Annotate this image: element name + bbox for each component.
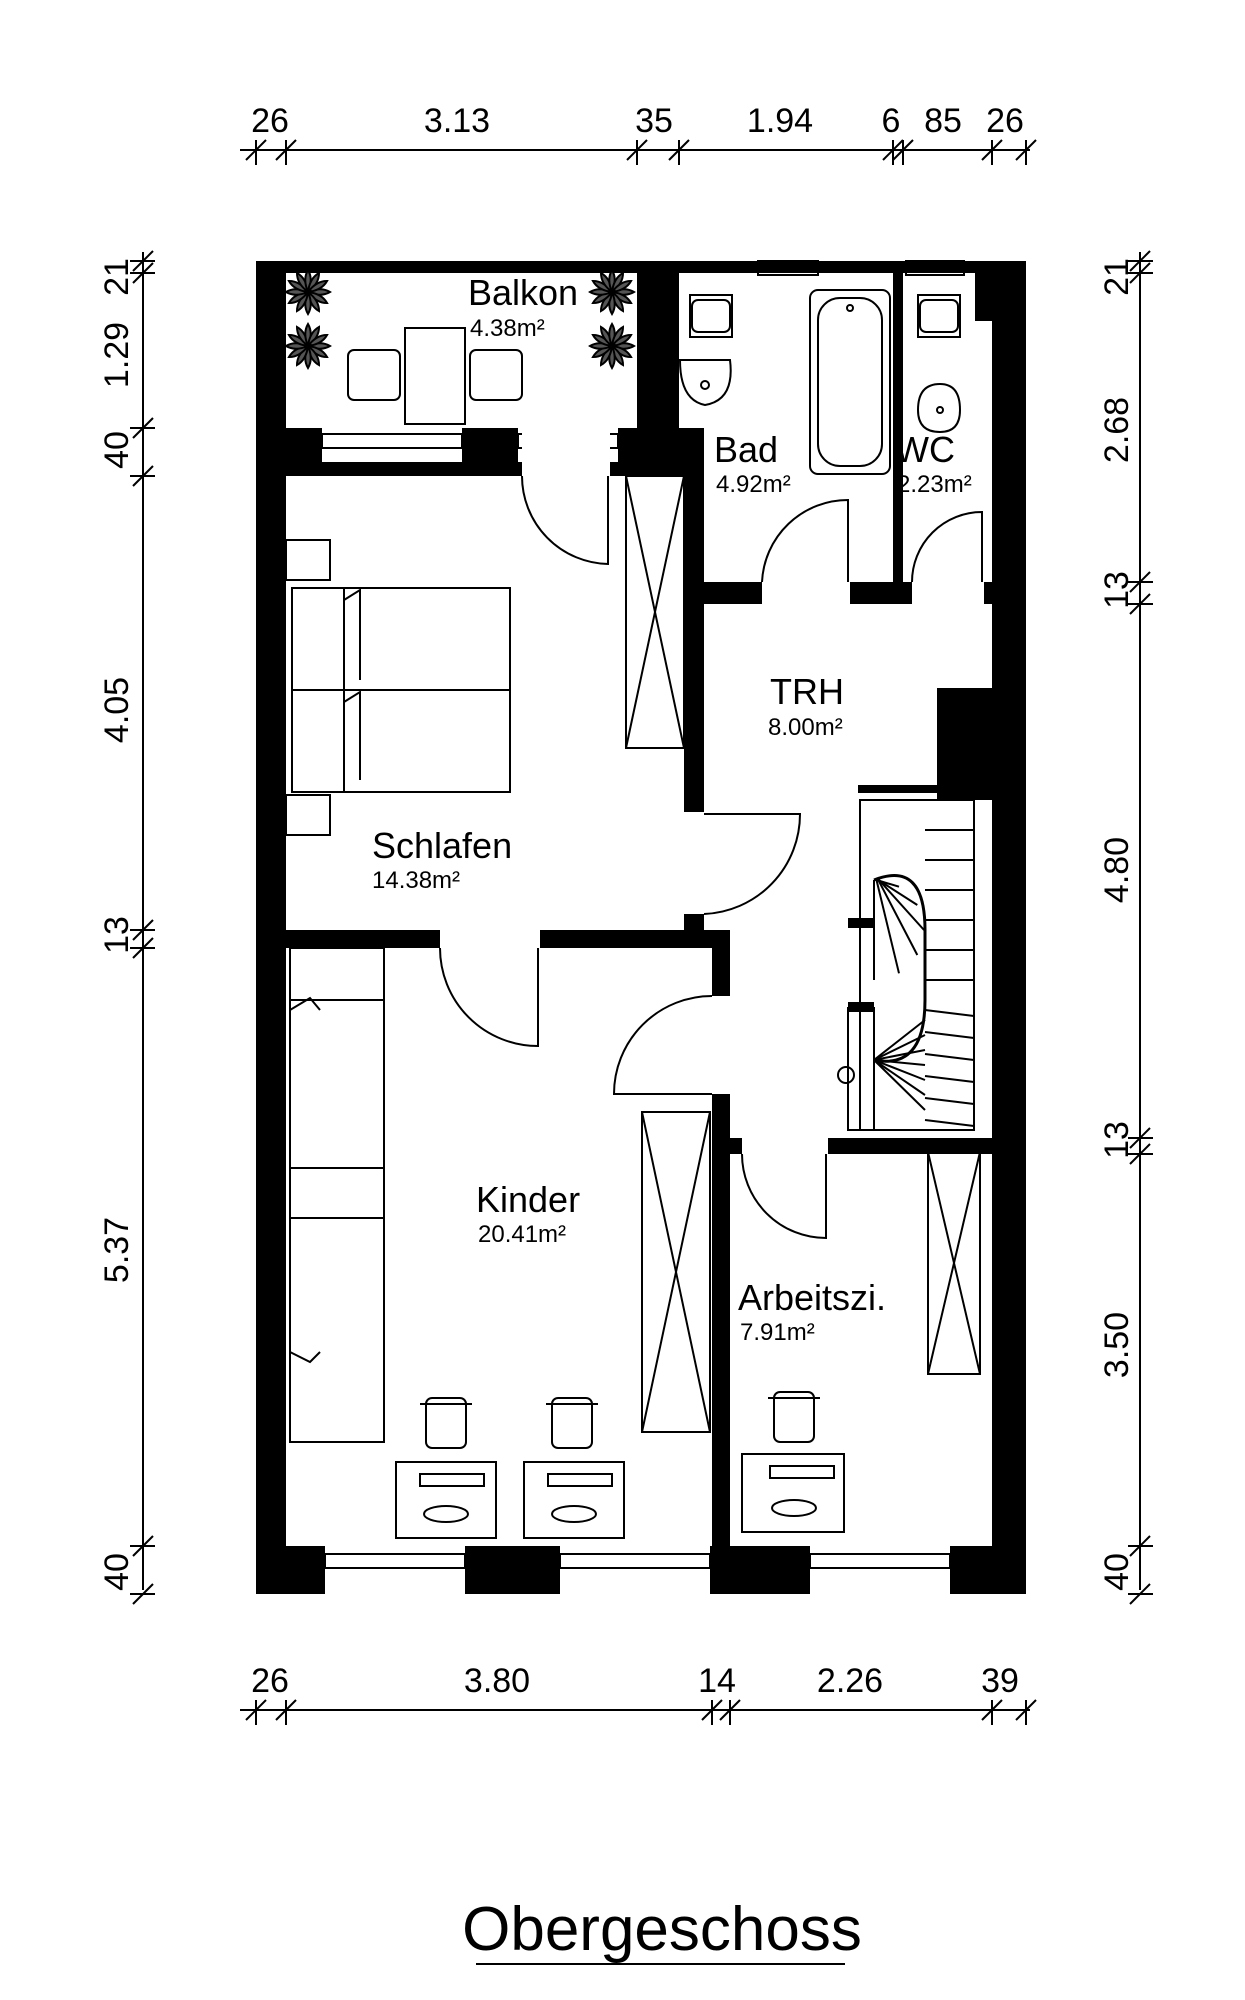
room-area-arbeitszimmer: 7.91m² bbox=[740, 1319, 815, 1346]
dim-bottom-3: 14 bbox=[698, 1662, 736, 1700]
dim-right-3: 13 bbox=[1098, 571, 1136, 609]
dim-top-7: 26 bbox=[986, 102, 1024, 140]
room-area-schlafen: 14.38m² bbox=[372, 867, 460, 894]
dim-top-5: 6 bbox=[882, 102, 901, 140]
room-name-wc: WC bbox=[895, 429, 955, 470]
wardrobes bbox=[625, 475, 981, 1433]
office-furniture bbox=[741, 1391, 845, 1533]
dim-bottom-5: 39 bbox=[981, 1662, 1019, 1700]
staircase bbox=[837, 799, 975, 1131]
room-name-balkon: Balkon bbox=[468, 272, 578, 313]
room-area-kinder: 20.41m² bbox=[478, 1221, 566, 1248]
dim-bottom-2: 3.80 bbox=[464, 1662, 530, 1700]
room-area-bad: 4.92m² bbox=[716, 471, 791, 498]
room-name-bad: Bad bbox=[714, 429, 778, 470]
dim-right-6: 3.50 bbox=[1098, 1312, 1136, 1378]
dim-right-7: 40 bbox=[1098, 1553, 1136, 1591]
dim-bottom-4: 2.26 bbox=[817, 1662, 883, 1700]
bed bbox=[285, 539, 511, 836]
dim-top-2: 3.13 bbox=[424, 102, 490, 140]
dimension-ticks bbox=[130, 139, 1153, 1725]
dim-left-7: 40 bbox=[98, 1553, 136, 1591]
dim-top-6: 85 bbox=[924, 102, 962, 140]
plant-icon bbox=[284, 268, 636, 370]
kinder-furniture bbox=[289, 947, 625, 1539]
dim-bottom-1: 26 bbox=[251, 1662, 289, 1700]
bathroom-fixtures bbox=[678, 289, 962, 475]
dim-left-1: 21 bbox=[98, 258, 136, 296]
room-area-trh: 8.00m² bbox=[768, 714, 843, 741]
room-area-balkon: 4.38m² bbox=[470, 315, 545, 342]
dim-left-5: 13 bbox=[98, 916, 136, 954]
dim-left-6: 5.37 bbox=[98, 1217, 136, 1283]
dim-right-5: 13 bbox=[1098, 1121, 1136, 1159]
room-name-schlafen: Schlafen bbox=[372, 825, 512, 866]
room-area-wc: 2.23m² bbox=[897, 471, 972, 498]
room-name-arbeitszimmer: Arbeitszi. bbox=[738, 1277, 886, 1318]
balcony-furniture bbox=[347, 327, 523, 425]
plan-title: Obergeschoss bbox=[462, 1895, 862, 1964]
room-name-kinder: Kinder bbox=[476, 1179, 580, 1220]
room-name-trh: TRH bbox=[770, 671, 844, 712]
doors bbox=[439, 428, 984, 1240]
dim-top-1: 26 bbox=[251, 102, 289, 140]
dim-right-1: 21 bbox=[1098, 258, 1136, 296]
dim-left-4: 4.05 bbox=[98, 677, 136, 743]
dim-right-2: 2.68 bbox=[1098, 397, 1136, 463]
dim-top-3: 35 bbox=[635, 102, 673, 140]
dim-right-4: 4.80 bbox=[1098, 837, 1136, 903]
dim-left-3: 40 bbox=[98, 431, 136, 469]
dim-top-4: 1.94 bbox=[747, 102, 813, 140]
dim-left-2: 1.29 bbox=[98, 322, 136, 388]
room-labels: Balkon 4.38m² Bad 4.92m² WC 2.23m² TRH 8… bbox=[372, 272, 972, 1346]
